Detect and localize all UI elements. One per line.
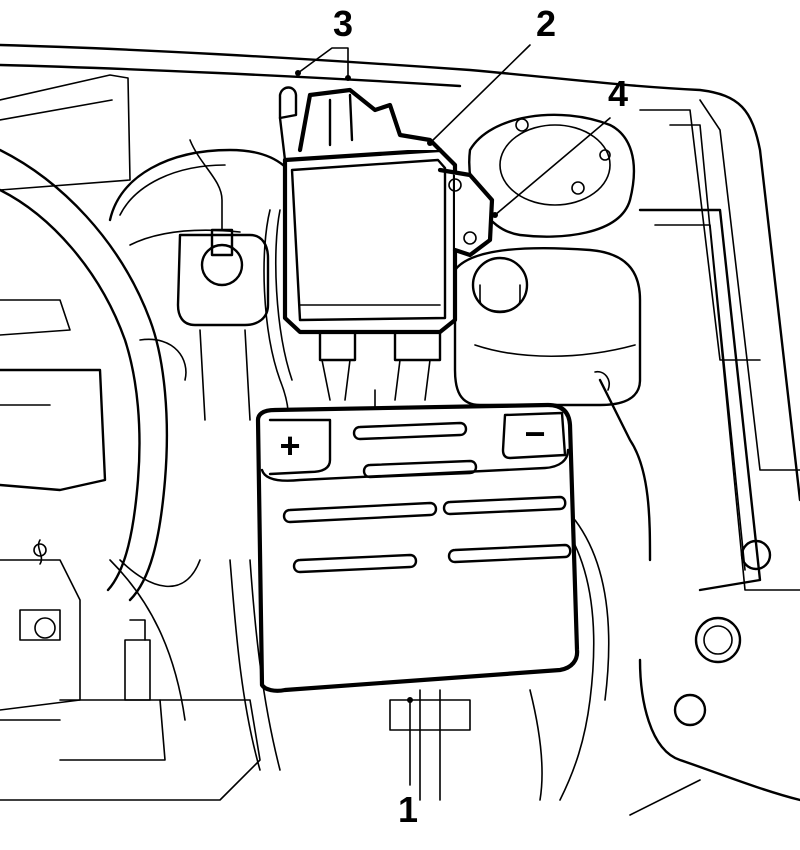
engine-components-left bbox=[0, 299, 261, 801]
callout-4: 4 bbox=[608, 73, 628, 114]
leader-lines bbox=[295, 44, 611, 786]
positive-terminal-mark: + bbox=[279, 425, 300, 466]
leader-dot-3a bbox=[295, 70, 301, 76]
coolant-tank bbox=[453, 208, 762, 592]
intake-hose bbox=[0, 148, 201, 602]
callout-2: 2 bbox=[536, 3, 556, 44]
leader-dot-2 bbox=[427, 140, 433, 146]
leader-dot-1 bbox=[407, 697, 413, 703]
negative-terminal-mark: − bbox=[524, 413, 545, 454]
strut-tower bbox=[468, 113, 636, 238]
callout-3: 3 bbox=[333, 3, 353, 44]
engine-bay-outline bbox=[0, 43, 800, 816]
battery: + − bbox=[255, 402, 580, 693]
leader-line-2 bbox=[429, 44, 531, 144]
chassis-holes bbox=[673, 539, 772, 727]
brake-fluid-reservoir bbox=[176, 139, 270, 421]
leader-line-3 bbox=[297, 47, 349, 79]
leader-dot-3b bbox=[345, 75, 351, 81]
fuse-relay-box bbox=[278, 86, 495, 411]
callout-1: 1 bbox=[398, 789, 418, 830]
leader-dot-4 bbox=[492, 212, 498, 218]
leader-line-4 bbox=[494, 117, 611, 216]
